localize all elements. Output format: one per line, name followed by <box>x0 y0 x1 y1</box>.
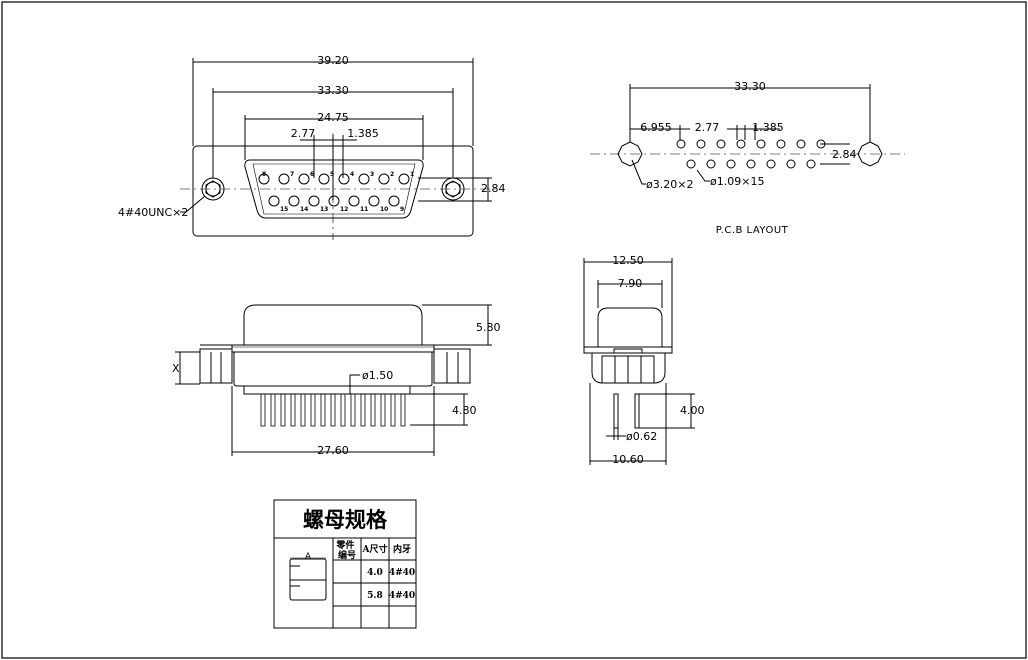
thread-label: 4#40UNC×2 <box>118 206 188 219</box>
nut-table-title: 螺母规格 <box>303 507 388 532</box>
pin-number: 15 <box>280 206 288 213</box>
side-dim-height: 5.80 <box>476 321 501 334</box>
pcb-dim-row: 2.84 <box>832 148 857 161</box>
end-dim-pin-len: 4.00 <box>680 404 705 417</box>
pin-number: 11 <box>360 206 368 213</box>
side-dim-pin-len: 4.80 <box>452 404 477 417</box>
end-view-labels: 12.50 7.90 4.00 ø0.62 10.60 <box>612 254 704 466</box>
pin-number: 8 <box>262 171 266 178</box>
nut-table-text: 螺母规格 零件 编号 A尺寸 内牙 A 4.0 4#40 5.8 4#40 <box>303 507 415 601</box>
end-dim-bottom: 10.60 <box>612 453 644 466</box>
end-dim-top: 12.50 <box>612 254 644 267</box>
pin-number: 9 <box>400 206 404 213</box>
side-dim-pin-dia: ø1.50 <box>362 369 393 382</box>
pcb-layout-labels: 33.30 6.955 2.77 1.385 2.84 ø3.20×2 ø1.0… <box>640 80 856 236</box>
pcb-pin-hole: ø1.09×15 <box>710 175 764 188</box>
dim-pin-offset: 1.385 <box>347 127 379 140</box>
pin-number: 2 <box>390 171 394 178</box>
side-dim-width: 27.60 <box>317 444 349 457</box>
pin-number: 5 <box>330 171 334 178</box>
dim-shell-width: 24.75 <box>317 111 349 124</box>
pin-number: 13 <box>320 206 328 213</box>
dim-row-height: 2.84 <box>481 182 506 195</box>
pcb-dim-mount: 33.30 <box>734 80 766 93</box>
pin-number: 10 <box>380 206 388 213</box>
pin-number: 7 <box>290 171 294 178</box>
front-view-labels: 39.20 33.30 24.75 2.77 1.385 2.84 4#40UN… <box>118 54 506 219</box>
side-pins <box>260 393 406 427</box>
nut-row-2-thread: 4#40 <box>389 591 415 601</box>
pin-number: 14 <box>300 206 308 213</box>
nut-table-header-part: 零件 编号 <box>335 539 357 561</box>
end-dim-pin-dia: ø0.62 <box>626 430 657 443</box>
pin-number: 1 <box>410 171 414 178</box>
dim-overall-width: 39.20 <box>317 54 349 67</box>
pcb-layout <box>590 84 905 185</box>
end-dim-inner: 7.90 <box>618 277 643 290</box>
dim-mount-spacing: 33.30 <box>317 84 349 97</box>
side-view-labels: 5.80 X ø1.50 4.80 27.60 <box>172 321 501 457</box>
side-view <box>175 304 492 456</box>
nut-row-1-a: 4.0 <box>367 568 383 578</box>
pcb-dim-pitch: 2.77 <box>695 121 720 134</box>
pin-number: 12 <box>340 206 348 213</box>
pin-number: 3 <box>370 171 374 178</box>
pcb-caption: P.C.B LAYOUT <box>716 225 789 236</box>
pin-number: 4 <box>350 171 354 178</box>
nut-table <box>273 499 417 629</box>
side-dim-x: X <box>172 362 180 375</box>
dim-pin-pitch: 2.77 <box>291 127 316 140</box>
pcb-dim-edge: 6.955 <box>640 121 672 134</box>
nut-row-1-thread: 4#40 <box>389 568 415 578</box>
front-view <box>180 58 500 240</box>
pin-number: 6 <box>310 171 314 178</box>
pcb-dim-offset: 1.385 <box>752 121 784 134</box>
nut-table-header-a: A尺寸 <box>362 543 388 555</box>
nut-marker-label: A <box>305 552 312 562</box>
nut-row-2-a: 5.8 <box>367 591 383 601</box>
front-pins <box>258 173 410 207</box>
pcb-mount-hole: ø3.20×2 <box>646 178 693 191</box>
nut-table-header-thread: 内牙 <box>393 543 411 555</box>
end-view <box>583 258 695 465</box>
